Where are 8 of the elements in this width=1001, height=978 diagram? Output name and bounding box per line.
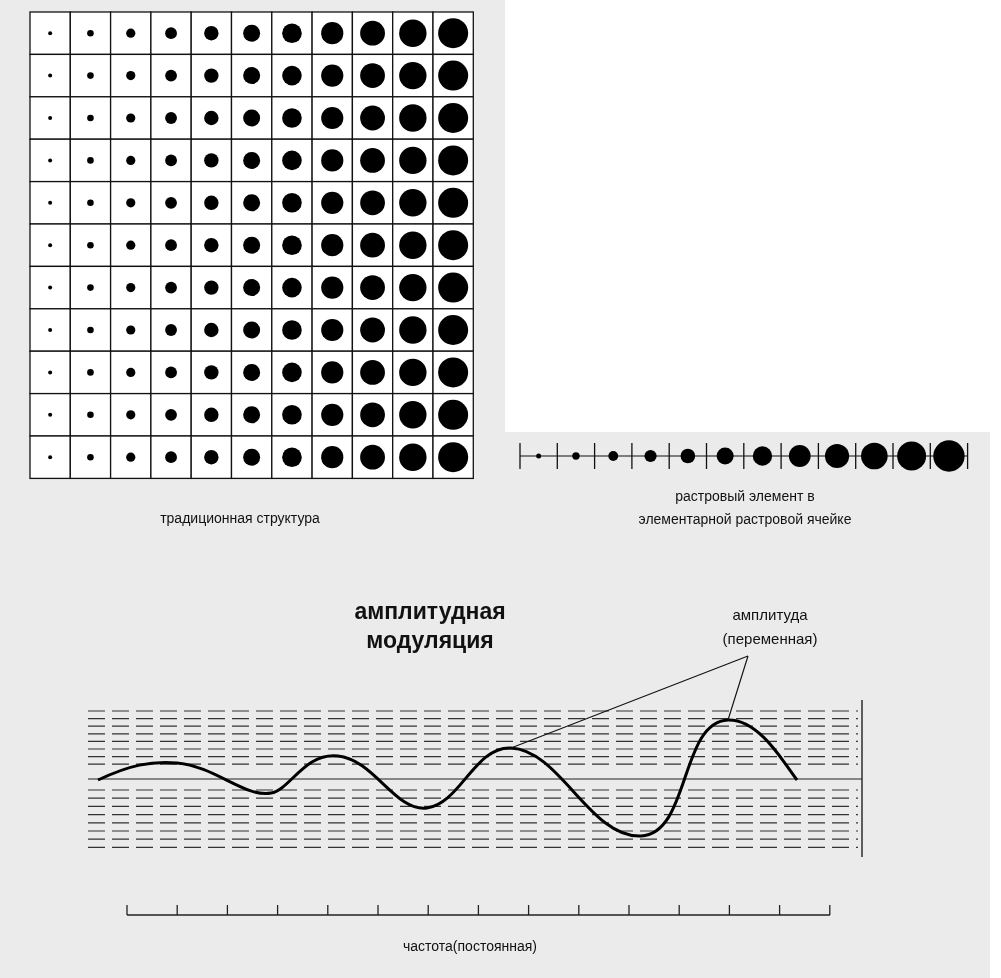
wave-curve [97,718,799,838]
leader-line [510,655,749,749]
caption-text: растровый элемент в элементарной растровой ячейке [637,487,853,529]
diagram-title: амплитудная модуляция [353,597,507,655]
caption-text: традиционная структура [159,509,321,528]
caption-text: частота(постоянная) [402,937,538,956]
leader-line [727,655,749,721]
callout-label: амплитуда (переменная) [690,603,850,651]
